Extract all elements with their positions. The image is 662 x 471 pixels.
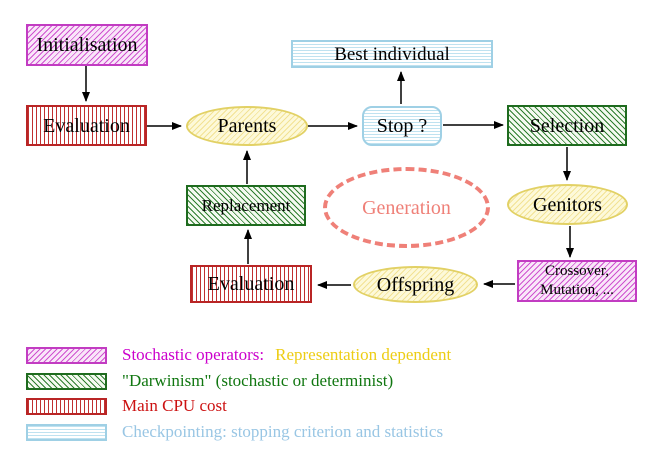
node-selection: Selection — [507, 105, 627, 146]
node-replacement-label: Replacement — [201, 196, 291, 215]
legend-swatch-green-hatch — [26, 372, 107, 390]
legend-label-checkpointing: Checkpointing: stopping criterion and st… — [122, 422, 444, 441]
legend-swatch-red-stripes — [26, 397, 107, 415]
node-evaluation-top: Evaluation — [26, 105, 147, 146]
node-offspring-label: Offspring — [376, 273, 455, 296]
legend-swatch-cyan-stripes — [26, 423, 107, 441]
node-stop: Stop ? — [362, 106, 442, 146]
node-parents: Parents — [186, 106, 308, 146]
legend-label-representation-dependent: Representation dependent — [275, 345, 452, 364]
legend-label-stochastic-operators: Stochastic operators: — [122, 345, 265, 364]
node-offspring: Offspring — [353, 266, 478, 303]
node-best-individual: Best individual — [291, 40, 493, 68]
node-generation-cycle: Generation — [323, 167, 490, 248]
node-evaluation-bottom: Evaluation — [190, 265, 312, 303]
node-generation-label: Generation — [362, 196, 451, 219]
legend-item-stochastic-operators: Stochastic operators: Representation dep… — [26, 345, 451, 365]
node-best-individual-label: Best individual — [334, 43, 450, 65]
node-genitors: Genitors — [507, 184, 628, 225]
node-crossover-mutation: Crossover, Mutation, ... — [517, 260, 637, 302]
node-replacement: Replacement — [186, 185, 306, 226]
node-genitors-label: Genitors — [533, 193, 602, 216]
legend-item-checkpointing: Checkpointing: stopping criterion and st… — [26, 422, 443, 442]
node-crossover-line2: Mutation, ... — [540, 282, 614, 298]
node-stop-label: Stop ? — [376, 115, 428, 137]
node-evaluation-bottom-label: Evaluation — [207, 273, 295, 295]
node-parents-label: Parents — [217, 115, 277, 137]
legend-item-main-cpu-cost: Main CPU cost — [26, 396, 227, 416]
node-initialisation: Initialisation — [26, 24, 148, 66]
node-selection-label: Selection — [529, 114, 605, 137]
node-evaluation-top-label: Evaluation — [43, 114, 130, 137]
legend-item-darwinism: "Darwinism" (stochastic or determinist) — [26, 371, 393, 391]
legend-swatch-magenta-hatch — [26, 346, 107, 364]
legend-label-darwinism: "Darwinism" (stochastic or determinist) — [122, 371, 394, 390]
legend-label-main-cpu-cost: Main CPU cost — [122, 396, 227, 415]
node-crossover-line1: Crossover, — [545, 263, 609, 280]
node-initialisation-label: Initialisation — [36, 34, 138, 56]
